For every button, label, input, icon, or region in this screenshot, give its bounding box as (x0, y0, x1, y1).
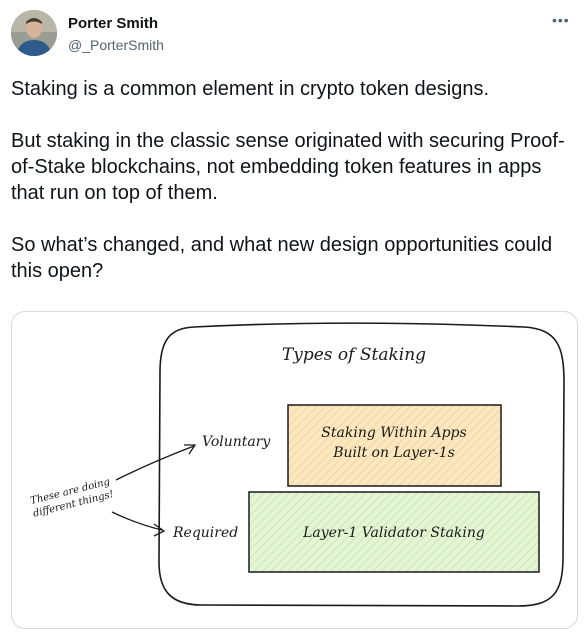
arrow-to-required (111, 511, 163, 531)
profile-photo-icon (11, 10, 57, 56)
author-handle[interactable]: @_PorterSmith (68, 37, 164, 53)
box-staking-within-apps (287, 404, 502, 487)
arrow-to-voluntary (115, 445, 195, 481)
diagram-title: Types of Staking (282, 345, 426, 365)
tweet-paragraph: So what’s changed, and what new design o… (11, 234, 553, 282)
box-apps-line2: Built on Layer-1s (332, 445, 455, 461)
tweet-text: Staking is a common element in crypto to… (11, 76, 576, 284)
box-apps-line1: Staking Within Apps (321, 425, 466, 441)
tweet-paragraph: But staking in the classic sense origina… (11, 130, 565, 204)
more-options-icon[interactable]: ••• (552, 12, 570, 28)
box-layer1-validator-staking (248, 491, 540, 573)
staking-diagram: Types of Staking Staking Within Apps Bui… (29, 322, 565, 607)
tweet-paragraph: Staking is a common element in crypto to… (11, 78, 490, 100)
tweet-image[interactable]: Types of Staking Staking Within Apps Bui… (11, 311, 578, 629)
author-name[interactable]: Porter Smith (68, 15, 159, 32)
diagram-frame (158, 322, 565, 607)
avatar[interactable] (11, 10, 57, 56)
label-required: Required (172, 525, 238, 541)
label-voluntary: Voluntary (202, 434, 271, 450)
box-validator-label: Layer-1 Validator Staking (302, 525, 485, 541)
